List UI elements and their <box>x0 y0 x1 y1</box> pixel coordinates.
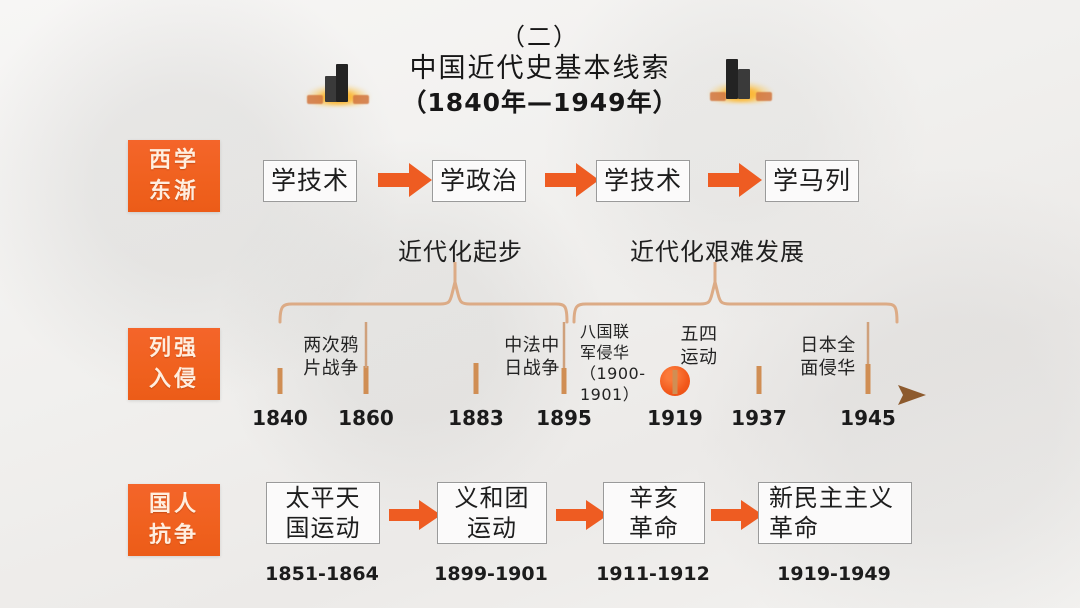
flow-box-line2: 革命 <box>629 514 679 542</box>
event-label-sino-french-japanese-wars: 中法中 日战争 <box>489 334 575 380</box>
arrow-row1-3 <box>708 163 762 197</box>
page-title: （二） 中国近代史基本线索 （1840年—1949年） <box>360 22 720 120</box>
event-label-line1: 八国联 <box>580 322 630 341</box>
title-main: 中国近代史基本线索 <box>409 53 671 84</box>
year-label-1840: 1840 <box>252 406 308 430</box>
flow-box-line1: 义和团 <box>454 484 530 512</box>
row-label-guoren-kangzheng: 国人 抗争 <box>128 484 220 556</box>
flow-box-line2: 运动 <box>467 514 517 542</box>
flow-box-row1-2[interactable]: 学政治 <box>432 160 526 202</box>
event-label-line2: 军侵华 <box>580 343 630 362</box>
year-label-1895: 1895 <box>536 406 592 430</box>
flow-box-line1: 太平天 <box>285 484 361 512</box>
flow-box-row3-1[interactable]: 太平天 国运动 <box>266 482 380 544</box>
event-label-line2: 日战争 <box>504 358 560 379</box>
row-label-xixue-dongjian: 西学 东渐 <box>128 140 220 212</box>
year-label-1883: 1883 <box>448 406 504 430</box>
row-label-line2: 抗争 <box>148 523 199 548</box>
flow-box-line1: 辛亥 <box>629 484 679 512</box>
era-label-2: 近代化艰难发展 <box>630 238 805 266</box>
event-label-line4: 1901） <box>580 385 640 404</box>
arrow-row3-2 <box>556 500 608 530</box>
row-label-lieqiang-ruqin: 列强 入侵 <box>128 328 220 400</box>
event-label-line3: （1900- <box>580 364 646 383</box>
bar-chart-icon-left <box>305 58 371 108</box>
flow-box-line2: 革命 <box>769 514 819 542</box>
row-label-line2: 入侵 <box>148 367 199 392</box>
year-label-1937: 1937 <box>731 406 787 430</box>
flow-box-row1-3[interactable]: 学技术 <box>596 160 690 202</box>
flow-box-row3-4[interactable]: 新民主主义 革命 <box>758 482 912 544</box>
title-years: （1840年—1949年） <box>401 88 679 117</box>
title-subtitle: （二） <box>501 23 579 51</box>
flow-box-row3-2[interactable]: 义和团 运动 <box>437 482 547 544</box>
caption-row3-4: 1919-1949 <box>777 563 891 585</box>
event-label-line1: 五四 <box>680 324 718 345</box>
event-label-line1: 两次鸦 <box>303 335 359 356</box>
flow-box-row3-3[interactable]: 辛亥 革命 <box>603 482 705 544</box>
event-label-line2: 片战争 <box>303 358 359 379</box>
year-label-1919: 1919 <box>647 406 703 430</box>
row-label-line1: 西学 <box>148 148 199 173</box>
year-label-1945: 1945 <box>840 406 896 430</box>
event-label-line2: 运动 <box>680 347 718 368</box>
flow-box-row1-4[interactable]: 学马列 <box>765 160 859 202</box>
row-label-line1: 列强 <box>148 336 199 361</box>
event-label-line1: 中法中 <box>504 335 560 356</box>
era-label-1: 近代化起步 <box>398 238 523 266</box>
may-fourth-marker-dot <box>660 366 690 396</box>
caption-row3-1: 1851-1864 <box>265 563 379 585</box>
event-label-may-fourth-movement: 五四 运动 <box>668 323 730 369</box>
arrow-row1-1 <box>378 163 432 197</box>
event-label-eight-nation-alliance: 八国联 军侵华 （1900- 1901） <box>580 321 660 405</box>
flow-box-line2: 国运动 <box>285 514 361 542</box>
event-label-line1: 日本全 <box>800 335 856 356</box>
caption-row3-3: 1911-1912 <box>596 563 710 585</box>
year-label-1860: 1860 <box>338 406 394 430</box>
arrow-row3-1 <box>389 500 441 530</box>
event-label-japan-full-invasion: 日本全 面侵华 <box>785 334 871 380</box>
bar-chart-icon-right <box>708 55 774 105</box>
event-label-opium-wars: 两次鸦 片战争 <box>288 334 374 380</box>
caption-row3-2: 1899-1901 <box>434 563 548 585</box>
arrow-row1-2 <box>545 163 599 197</box>
flow-box-line1: 新民主主义 <box>769 484 894 512</box>
row-label-line2: 东渐 <box>148 179 199 204</box>
event-label-line2: 面侵华 <box>800 358 856 379</box>
flow-box-row1-1[interactable]: 学技术 <box>263 160 357 202</box>
row-label-line1: 国人 <box>148 492 199 517</box>
arrow-row3-3 <box>711 500 763 530</box>
